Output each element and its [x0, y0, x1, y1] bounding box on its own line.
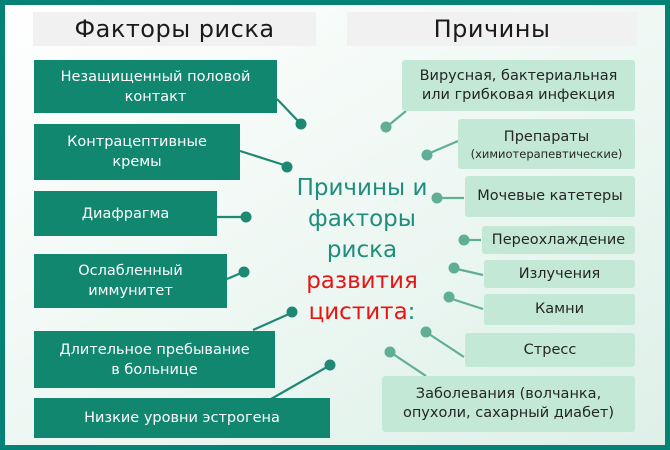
center-title-line-red: развития	[306, 268, 418, 294]
center-title-line: факторы	[308, 206, 416, 232]
cause-label: Камни	[534, 301, 585, 317]
cause-box-diseases: Заболевания (волчанка, опухоли, сахарный…	[382, 376, 635, 432]
connector-line	[270, 366, 328, 400]
connector-line	[451, 297, 484, 311]
connector-line	[392, 353, 427, 377]
header-causes-label: Причины	[433, 15, 551, 43]
connector-line	[239, 149, 285, 167]
cause-box-hypothermia: Переохлаждение	[482, 226, 635, 254]
connector-dot	[431, 192, 443, 204]
factor-label: Диафрагма	[81, 205, 170, 222]
cause-label: Излучения	[518, 265, 601, 282]
center-title-line: Причины и	[296, 175, 428, 201]
cause-box-stones: Камни	[484, 294, 635, 325]
header-causes: Причины	[347, 12, 637, 46]
connector-dot	[458, 234, 470, 246]
center-title-colon: :	[407, 299, 416, 325]
factor-label: Низкие уровни эстрогена	[84, 410, 280, 426]
cause-label: Переохлаждение	[491, 231, 626, 248]
center-title: Причины и факторы риска развития цистита…	[277, 173, 447, 328]
factor-label: Ослабленный иммунитет	[78, 263, 183, 299]
cause-label: Заболевания (волчанка, опухоли, сахарный…	[402, 386, 615, 421]
connector-dot	[238, 266, 250, 278]
cause-label: Препараты	[503, 128, 590, 145]
connector-dot	[448, 262, 460, 274]
connector-line	[276, 98, 300, 123]
cause-box-drugs: Препараты (химиотерапевтические)	[458, 119, 635, 169]
connector-dot	[421, 149, 433, 161]
cause-label: Вирусная, бактериальная или грибковая ин…	[419, 67, 618, 103]
cause-label: Стресс	[523, 341, 577, 358]
connector-dot	[281, 161, 293, 173]
cause-label: Мочевые катетеры	[477, 188, 623, 204]
factor-box-weakened-immunity: Ослабленный иммунитет	[34, 254, 227, 308]
connector-line	[428, 333, 465, 358]
connector-line	[226, 271, 242, 281]
factor-label: Незащищенный половой контакт	[60, 68, 251, 105]
cause-box-urinary-catheters: Мочевые катетеры	[465, 176, 635, 217]
cause-box-stress: Стресс	[465, 333, 635, 367]
factor-box-low-estrogen: Низкие уровни эстрогена	[34, 398, 330, 438]
center-title-line: риска	[326, 237, 398, 263]
connector-dot	[240, 211, 252, 223]
connector-line	[456, 267, 484, 277]
factor-box-unprotected-sex: Незащищенный половой контакт	[34, 60, 277, 113]
cause-box-infection: Вирусная, бактериальная или грибковая ин…	[402, 60, 635, 111]
connector-line	[388, 110, 407, 126]
factor-box-contraceptive-creams: Контрацептивные кремы	[34, 124, 240, 180]
cause-box-radiation: Излучения	[484, 260, 635, 288]
header-risk-factors-label: Факторы риска	[74, 15, 275, 43]
connector-line	[252, 312, 290, 332]
connector-line	[429, 139, 459, 155]
connector-dot	[286, 306, 298, 318]
factor-label: Контрацептивные кремы	[67, 134, 207, 170]
header-risk-factors: Факторы риска	[33, 12, 316, 46]
connector-dot	[443, 291, 455, 303]
center-title-line-red: цистита:	[308, 299, 416, 325]
connector-dot	[324, 359, 336, 371]
cause-sublabel: (химиотерапевтические)	[470, 146, 623, 161]
connector-dot	[295, 118, 307, 130]
factor-box-diaphragm: Диафрагма	[34, 191, 217, 236]
factor-box-long-hospital-stay: Длительное пребывание в больнице	[34, 331, 275, 388]
factor-label: Длительное пребывание в больнице	[59, 341, 250, 378]
